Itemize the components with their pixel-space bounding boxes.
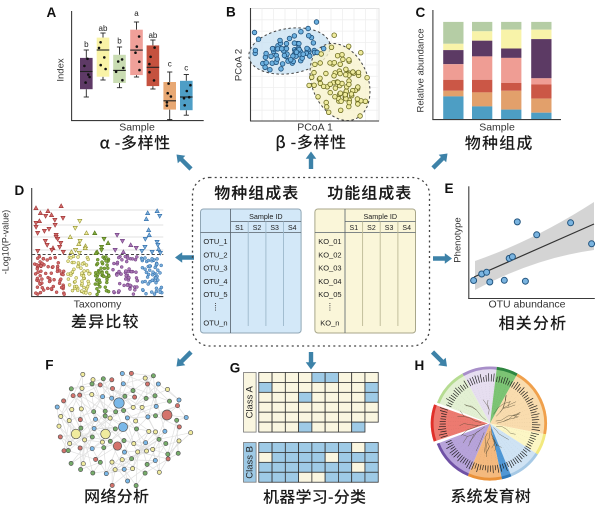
svg-text:Sample: Sample bbox=[119, 122, 155, 134]
svg-text:B: B bbox=[226, 5, 236, 20]
svg-text:S4: S4 bbox=[402, 225, 411, 232]
svg-text:c: c bbox=[184, 64, 188, 73]
svg-text:KO_03: KO_03 bbox=[318, 264, 341, 273]
svg-text:OTU_2: OTU_2 bbox=[203, 250, 227, 259]
svg-text:OTU_5: OTU_5 bbox=[203, 290, 227, 299]
svg-text:c: c bbox=[168, 60, 172, 69]
svg-text:E: E bbox=[445, 181, 454, 196]
svg-text:S3: S3 bbox=[270, 225, 279, 232]
svg-text:A: A bbox=[47, 5, 57, 20]
svg-text:F: F bbox=[45, 358, 53, 373]
svg-text:Relative abundance: Relative abundance bbox=[416, 29, 427, 113]
svg-text:S2: S2 bbox=[253, 225, 262, 232]
svg-text:C: C bbox=[416, 5, 426, 20]
svg-text:S4: S4 bbox=[288, 225, 297, 232]
svg-text:OTU_4: OTU_4 bbox=[203, 277, 227, 286]
svg-text:OTU_1: OTU_1 bbox=[203, 237, 227, 246]
svg-text:S1: S1 bbox=[235, 225, 244, 232]
svg-text:Sample: Sample bbox=[479, 122, 515, 134]
svg-text:S1: S1 bbox=[350, 225, 359, 232]
svg-text:OTU abundance: OTU abundance bbox=[488, 299, 565, 311]
svg-text:Index: Index bbox=[56, 58, 67, 81]
svg-text:Taxonomy: Taxonomy bbox=[74, 299, 123, 311]
svg-text:-Log10(P-value): -Log10(P-value) bbox=[1, 210, 11, 275]
svg-text:KO_04: KO_04 bbox=[318, 277, 341, 286]
svg-text:S2: S2 bbox=[367, 225, 376, 232]
svg-text:Class B: Class B bbox=[245, 446, 256, 479]
svg-text:G: G bbox=[230, 361, 241, 376]
svg-text:Class A: Class A bbox=[245, 386, 256, 419]
svg-text:Sample ID: Sample ID bbox=[249, 212, 283, 221]
svg-text:Phenotype: Phenotype bbox=[453, 217, 464, 262]
svg-text:PCoA 2: PCoA 2 bbox=[234, 49, 245, 81]
svg-text:D: D bbox=[15, 183, 25, 198]
svg-text:ab: ab bbox=[148, 31, 157, 40]
svg-text:OTU_3: OTU_3 bbox=[203, 264, 227, 273]
svg-text:OTU_n: OTU_n bbox=[203, 319, 227, 328]
svg-text:H: H bbox=[415, 358, 425, 373]
svg-text:KO_05: KO_05 bbox=[318, 290, 341, 299]
svg-text:ab: ab bbox=[99, 24, 108, 33]
svg-text:S3: S3 bbox=[385, 225, 394, 232]
svg-text:Sample ID: Sample ID bbox=[363, 212, 397, 221]
svg-text:a: a bbox=[134, 9, 139, 18]
svg-text:KO_01: KO_01 bbox=[318, 237, 341, 246]
svg-text:KO_n: KO_n bbox=[320, 319, 339, 328]
svg-text:KO_02: KO_02 bbox=[318, 250, 341, 259]
svg-text:b: b bbox=[84, 40, 89, 49]
svg-text:b: b bbox=[117, 37, 122, 46]
svg-text:PCoA 1: PCoA 1 bbox=[297, 122, 333, 134]
